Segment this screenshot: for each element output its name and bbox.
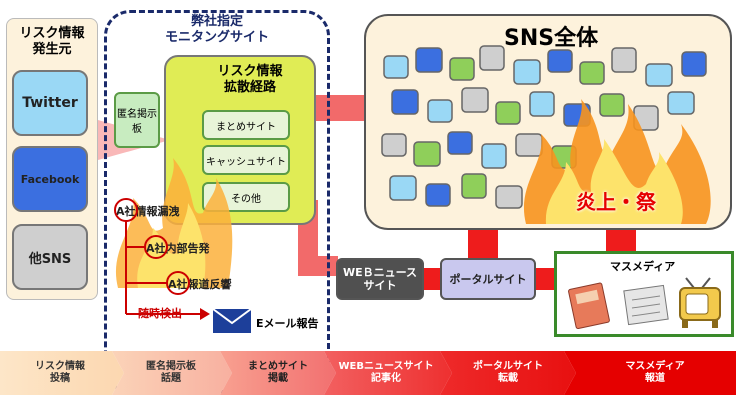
timeline-step-bbs: 匿名掲示板 話題 xyxy=(146,360,196,385)
newspaper-icon xyxy=(623,284,669,326)
spread-route-title: リスク情報 拡散経路 xyxy=(217,64,283,96)
media-icons xyxy=(568,277,721,330)
leak-label-3: A社報道反響 xyxy=(168,278,232,291)
timeline-step-portal: ポータルサイト 転載 xyxy=(473,360,543,385)
portal-site-node: ポータルサイト xyxy=(440,258,536,300)
cache-site-node: キャッシュサイト xyxy=(202,145,290,175)
timeline-step-post: リスク情報 投稿 xyxy=(35,360,85,385)
risk-source-title: リスク情報 発生元 xyxy=(19,26,85,57)
anonymous-bbs-node: 匿名掲示板 xyxy=(114,92,160,148)
twitter-node: Twitter xyxy=(12,70,88,136)
facebook-node: Facebook xyxy=(12,146,88,212)
timeline-step-matome: まとめサイト 掲載 xyxy=(248,360,308,385)
leak-label-1: A社情報漏洩 xyxy=(116,205,180,218)
matome-site-node: まとめサイト xyxy=(202,110,290,140)
magazine-icon xyxy=(568,282,610,330)
sns-title: SNS全体 xyxy=(504,26,599,51)
fire-icon xyxy=(115,158,233,288)
other-sns-node: 他SNS xyxy=(12,224,88,290)
monitoring-title: 弊社指定 モニタングサイト xyxy=(164,14,269,46)
leak-label-2: A社内部告発 xyxy=(146,242,210,255)
timeline-step-webnews: WEBニュースサイト 記事化 xyxy=(338,360,434,385)
web-news-node: WEＢニュース サイト xyxy=(336,258,424,300)
detect-label: 随時検出 xyxy=(138,307,182,320)
sns-cluster xyxy=(381,45,711,224)
timeline-bar xyxy=(0,351,736,395)
detection-tree xyxy=(114,198,210,320)
mass-media-title: マスメディア xyxy=(610,260,676,273)
email-report-label: Eメール報告 xyxy=(256,317,319,330)
timeline-step-massmedia: マスメディア 報道 xyxy=(625,360,685,385)
flame-festival-label: 炎上・祭 xyxy=(576,190,656,214)
television-icon xyxy=(679,277,721,328)
email-icon xyxy=(212,308,252,333)
